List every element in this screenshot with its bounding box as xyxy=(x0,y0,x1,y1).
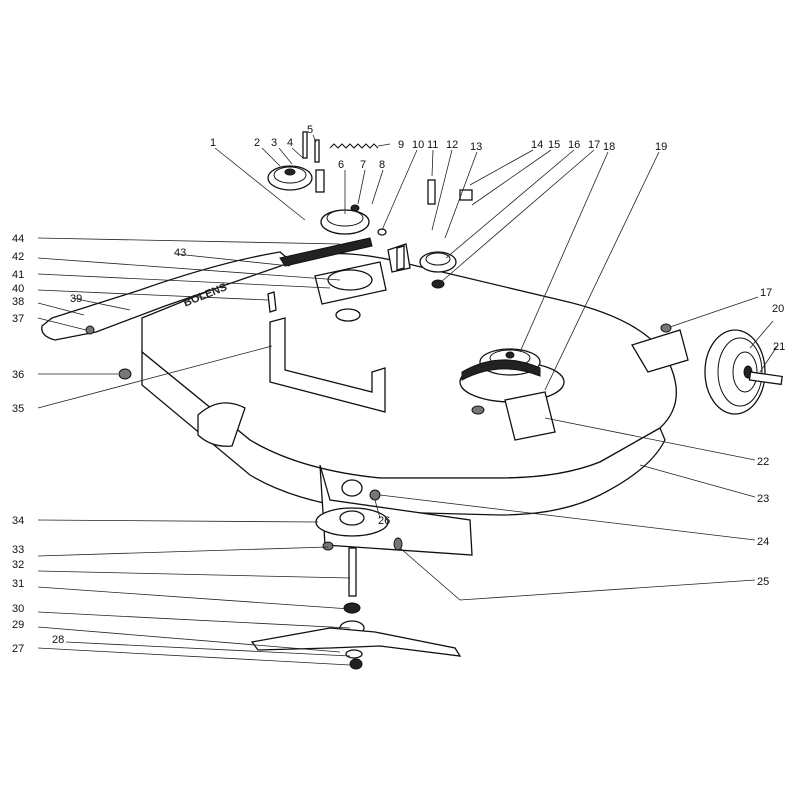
callout-17b: 17 xyxy=(760,287,772,299)
callout-9: 9 xyxy=(398,139,404,151)
callout-25: 25 xyxy=(757,576,769,588)
callout-38: 38 xyxy=(12,296,24,308)
callout-31: 31 xyxy=(12,578,24,590)
callout-3: 3 xyxy=(271,137,277,149)
callout-2: 2 xyxy=(254,137,260,149)
callout-11: 11 xyxy=(427,139,438,151)
callout-8: 8 xyxy=(379,159,385,171)
callout-7: 7 xyxy=(360,159,366,171)
callout-26: 26 xyxy=(378,515,390,527)
callout-4: 4 xyxy=(287,137,293,149)
callout-40: 40 xyxy=(12,283,24,295)
mounting-bracket xyxy=(269,317,386,413)
callout-13: 13 xyxy=(470,141,482,153)
callout-10: 10 xyxy=(412,139,424,151)
spindle-plate xyxy=(314,261,387,322)
callout-19: 19 xyxy=(655,141,667,153)
right-pulley-assembly xyxy=(459,348,565,441)
callout-29: 29 xyxy=(12,619,24,631)
callout-18: 18 xyxy=(603,141,615,153)
callout-32: 32 xyxy=(12,559,24,571)
callout-17a: 17 xyxy=(588,139,600,151)
callout-35: 35 xyxy=(12,403,24,415)
callout-43: 43 xyxy=(174,247,186,259)
callout-6: 6 xyxy=(338,159,344,171)
callout-44: 44 xyxy=(12,233,24,245)
callout-30: 30 xyxy=(12,603,24,615)
callout-21: 21 xyxy=(773,341,785,353)
callout-5: 5 xyxy=(307,124,313,136)
callout-34: 34 xyxy=(12,515,24,527)
callout-14: 14 xyxy=(531,139,543,151)
wheel-assembly xyxy=(660,323,783,415)
callout-39: 39 xyxy=(70,293,82,305)
callout-33: 33 xyxy=(12,544,24,556)
callout-20: 20 xyxy=(772,303,784,315)
callout-37: 37 xyxy=(12,313,24,325)
callout-16: 16 xyxy=(568,139,580,151)
leader-lines xyxy=(37,134,779,666)
callout-labels: 1 2 3 4 5 6 7 8 9 10 11 12 13 14 15 16 1… xyxy=(12,124,785,655)
callout-1: 1 xyxy=(210,137,216,149)
callout-27: 27 xyxy=(12,643,24,655)
blade-spindle-assembly xyxy=(250,479,462,670)
callout-22: 22 xyxy=(757,456,769,468)
callout-41: 41 xyxy=(12,269,24,281)
callout-15: 15 xyxy=(548,139,560,151)
callout-24: 24 xyxy=(757,536,769,548)
upper-pulley-assembly xyxy=(267,131,387,267)
callout-36: 36 xyxy=(12,369,24,381)
callout-23: 23 xyxy=(757,493,769,505)
callout-28: 28 xyxy=(52,634,64,646)
callout-12: 12 xyxy=(446,139,458,151)
callout-42: 42 xyxy=(12,251,24,263)
